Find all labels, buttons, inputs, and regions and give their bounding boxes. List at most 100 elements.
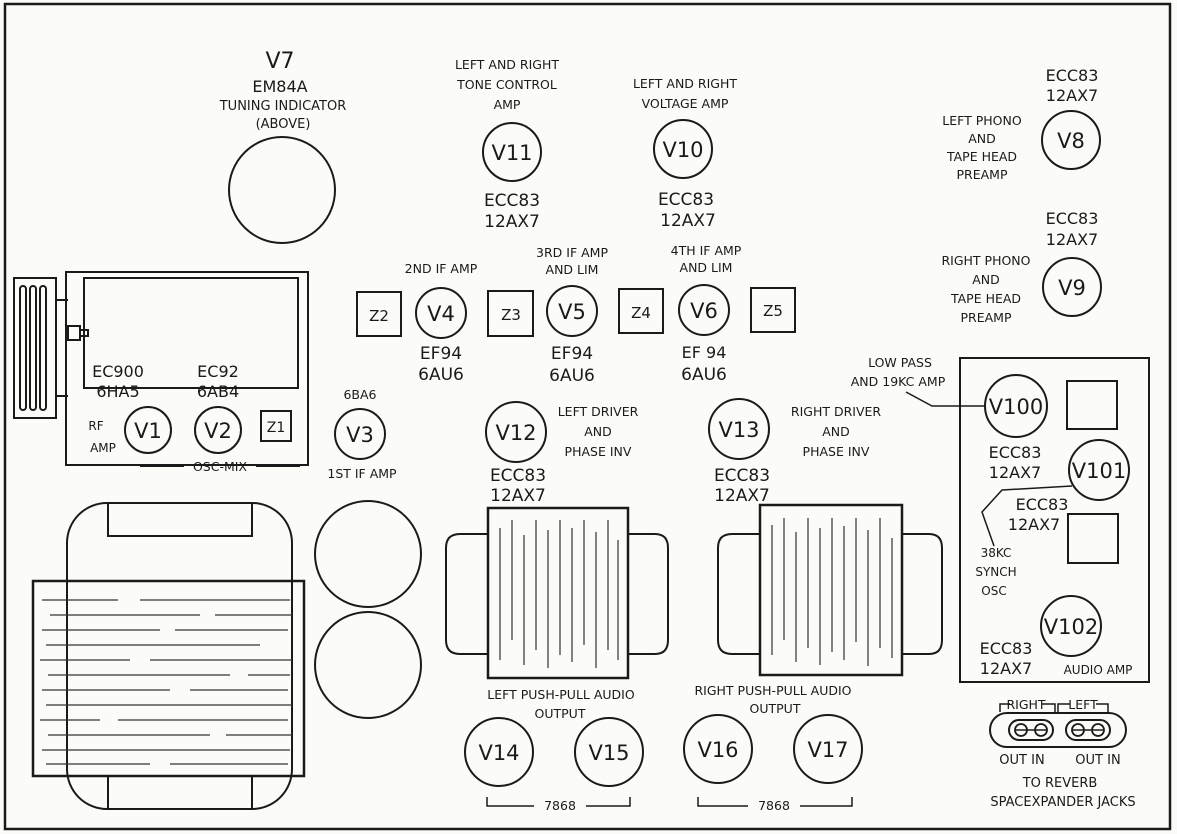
z2-coil xyxy=(356,291,402,337)
right-out-in-label: OUT IN xyxy=(999,753,1044,768)
lowpass-label-1: LOW PASS xyxy=(868,355,932,370)
multiplex-adapter-board xyxy=(959,357,1150,683)
z5-coil xyxy=(750,287,796,333)
v6-function-2: AND LIM xyxy=(680,260,733,275)
v9-socket xyxy=(1042,257,1102,317)
v11-type-1: ECC83 xyxy=(484,191,540,211)
transformer-core xyxy=(31,579,306,778)
v102-type-1: ECC83 xyxy=(980,639,1033,658)
v10-type-2: 12AX7 xyxy=(660,211,716,231)
filter-capacitor-1 xyxy=(314,500,422,608)
v101-label: V101 xyxy=(1072,459,1126,483)
v8-function-3: TAPE HEAD xyxy=(946,149,1017,164)
v6-type-1: EF 94 xyxy=(682,343,727,362)
v3-function: 1ST IF AMP xyxy=(327,466,397,481)
tuner-chassis xyxy=(65,271,309,466)
v100-type-2: 12AX7 xyxy=(989,463,1041,482)
z3-label: Z3 xyxy=(501,306,521,324)
v9-label: V9 xyxy=(1058,276,1086,300)
v9-function-3: TAPE HEAD xyxy=(950,291,1021,306)
v101-socket xyxy=(1068,439,1130,501)
jack-right-label: RIGHT xyxy=(1006,697,1045,712)
drum-ring-3 xyxy=(39,285,47,411)
v12-function-2: AND xyxy=(584,424,612,439)
v12-socket xyxy=(485,401,547,463)
v13-type-1: ECC83 xyxy=(714,466,770,486)
v11-label: V11 xyxy=(491,141,532,165)
synch-label-2: SYNCH xyxy=(975,565,1016,579)
v7-label: V7 xyxy=(265,49,294,74)
right-jack-pair[interactable] xyxy=(1008,719,1054,741)
right-pair-type: 7868 xyxy=(758,798,790,813)
v100-socket xyxy=(984,374,1048,438)
v5-function-2: AND LIM xyxy=(546,262,599,277)
synch-label-1: 38KC xyxy=(981,546,1012,560)
audio-amp-label: AUDIO AMP xyxy=(1064,663,1133,677)
v1-label: V1 xyxy=(134,419,162,443)
v12-label: V12 xyxy=(495,421,536,445)
v3-socket xyxy=(334,408,386,460)
v7-type: EM84A xyxy=(252,77,307,96)
v12-function-3: PHASE INV xyxy=(565,444,632,459)
v13-function-3: PHASE INV xyxy=(803,444,870,459)
v5-type-1: EF94 xyxy=(551,344,593,364)
v8-type-2: 12AX7 xyxy=(1046,86,1098,105)
right-ot-mounting-ears xyxy=(717,533,943,655)
transformer-laminations xyxy=(40,599,292,765)
v8-function-2: AND xyxy=(968,131,996,146)
v102-type-2: 12AX7 xyxy=(980,659,1032,678)
tuning-shaft xyxy=(67,325,81,341)
v2-type-1: EC92 xyxy=(197,362,239,381)
v1-type-1: EC900 xyxy=(92,362,144,381)
v16-socket xyxy=(683,714,753,784)
v2-socket xyxy=(194,406,242,454)
v1-type-2: 6HA5 xyxy=(96,382,139,401)
v17-label: V17 xyxy=(807,738,848,762)
v6-function-1: 4TH IF AMP xyxy=(671,243,742,258)
v11-function-1: LEFT AND RIGHT xyxy=(455,57,559,72)
left-output-label-1: LEFT PUSH-PULL AUDIO xyxy=(487,687,635,702)
v5-socket xyxy=(546,285,598,337)
drum-ring-2 xyxy=(29,285,37,411)
v7-function: TUNING INDICATOR xyxy=(219,99,347,114)
z2-label: Z2 xyxy=(369,307,389,325)
lowpass-label-2: AND 19KC AMP xyxy=(851,374,946,389)
v3-label: V3 xyxy=(346,423,374,447)
jack-left-label: LEFT xyxy=(1068,697,1098,712)
synch-leader xyxy=(981,485,1073,547)
v10-function-2: VOLTAGE AMP xyxy=(642,96,729,111)
v101-type-1: ECC83 xyxy=(1016,495,1069,514)
v13-label: V13 xyxy=(718,418,759,442)
drum-ring-1 xyxy=(19,285,27,411)
v13-type-2: 12AX7 xyxy=(714,486,770,506)
left-output-transformer xyxy=(445,506,669,680)
v8-label: V8 xyxy=(1057,129,1085,153)
v9-type-1: ECC83 xyxy=(1046,209,1099,228)
osc-mix-label: OSC-MIX xyxy=(193,459,247,474)
v9-function-4: PREAMP xyxy=(961,310,1012,325)
v6-label: V6 xyxy=(690,299,718,323)
z1-coil xyxy=(260,410,292,442)
multiplex-coil-2 xyxy=(1067,513,1119,564)
filter-capacitor-2 xyxy=(314,611,422,719)
v10-function-1: LEFT AND RIGHT xyxy=(633,76,737,91)
v10-type-1: ECC83 xyxy=(658,190,714,210)
left-output-label-2: OUTPUT xyxy=(535,706,586,721)
v101-type-2: 12AX7 xyxy=(1008,515,1060,534)
z4-coil xyxy=(618,288,664,334)
z5-label: Z5 xyxy=(763,302,783,320)
tuning-capacitor xyxy=(83,277,299,389)
chassis-outline xyxy=(3,2,1172,831)
v102-socket xyxy=(1040,595,1102,657)
v15-label: V15 xyxy=(588,741,629,765)
left-out-in-label: OUT IN xyxy=(1075,753,1120,768)
left-jack-pair[interactable] xyxy=(1065,719,1111,741)
v100-type-1: ECC83 xyxy=(989,443,1042,462)
v9-function-1: RIGHT PHONO xyxy=(941,253,1030,268)
v12-type-1: ECC83 xyxy=(490,466,546,486)
v14-socket xyxy=(464,717,534,787)
transformer-frame xyxy=(66,502,293,810)
v2-type-2: 6AB4 xyxy=(197,382,239,401)
v5-function-1: 3RD IF AMP xyxy=(536,245,608,260)
v15-socket xyxy=(574,717,644,787)
